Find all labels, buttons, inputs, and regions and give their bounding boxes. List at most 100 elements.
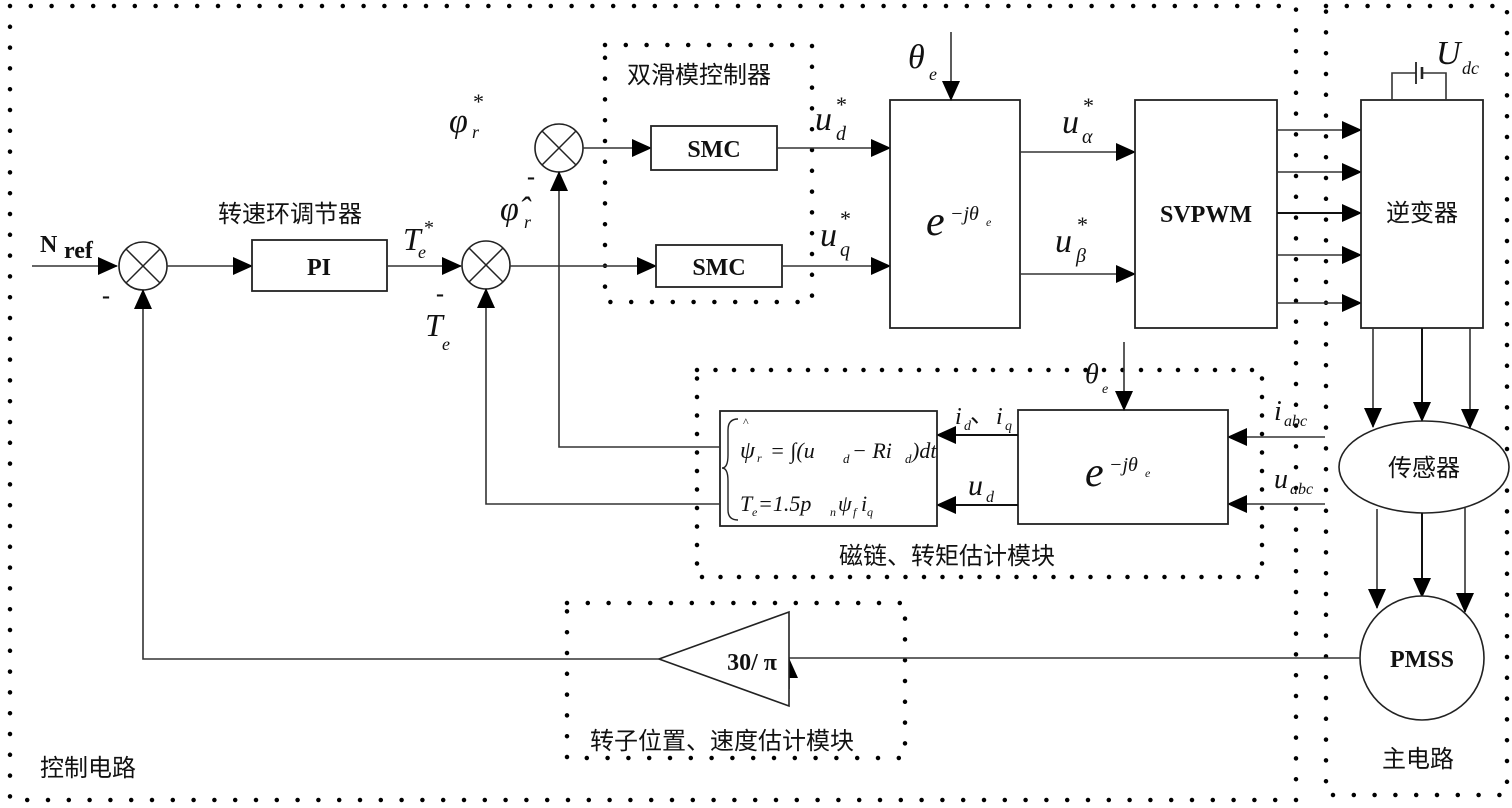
uabc-label: u abc [1274, 464, 1313, 498]
svg-text:q: q [1005, 419, 1012, 434]
svg-text:e: e [752, 505, 758, 519]
flux-sum-junction [534, 123, 584, 173]
flux-equation: ^ ψ r = ∫(u d − Ri d )dt [740, 415, 937, 466]
svg-text:n: n [830, 505, 836, 519]
svg-text:u: u [1274, 464, 1288, 495]
park-label: e −jθ e [1085, 450, 1151, 496]
svg-text:f: f [853, 505, 858, 519]
svg-text:u: u [968, 469, 983, 502]
svg-text:q: q [867, 505, 873, 519]
sensor-label: 传感器 [1388, 454, 1460, 482]
svg-text:d: d [836, 123, 847, 145]
ud-star-label: u d * [815, 92, 847, 145]
svg-text:e: e [926, 199, 945, 245]
svg-text:ψ: ψ [740, 438, 756, 464]
gain-label: 30/ π [727, 650, 777, 676]
inverter-label: 逆变器 [1386, 199, 1458, 227]
speed-sum-junction [118, 241, 168, 291]
svg-text:d: d [905, 451, 912, 466]
svg-text:^: ^ [743, 415, 749, 429]
main-circuit-boundary [1323, 3, 1510, 798]
speed-feedback-minus: - [102, 283, 110, 309]
svg-text:T: T [425, 307, 445, 343]
inverter-to-sensor-wires [1364, 328, 1479, 429]
flux-feedback-minus: - [527, 164, 535, 190]
speed-regulator-title: 转速环调节器 [218, 200, 362, 228]
phi-star-label: φ r * [449, 89, 484, 142]
svg-text:= ∫(u: = ∫(u [770, 438, 815, 464]
iabc-label: i abc [1274, 396, 1307, 430]
svg-text:U: U [1436, 35, 1463, 72]
svg-text:)dt: )dt [910, 438, 937, 463]
svpwm-block [1134, 99, 1278, 329]
svg-text:e: e [442, 334, 450, 354]
inverse-park-label: e −jθ e [926, 199, 992, 245]
dc-source-icon [1391, 62, 1447, 100]
svg-text:u: u [1062, 104, 1079, 141]
te-feedback-label: T e [425, 307, 450, 354]
svg-text:θ: θ [908, 39, 925, 76]
pmss-label: PMSS [1390, 647, 1454, 673]
svg-text:φ: φ [449, 103, 468, 140]
inverse-park-block [889, 99, 1021, 329]
smc-q-block [655, 244, 783, 288]
sensor-block [1338, 420, 1510, 514]
smc-d-label: SMC [687, 137, 740, 163]
ualpha-star-label: u α * [1062, 93, 1094, 148]
ud-label: u d [968, 469, 995, 506]
ubeta-star-label: u β * [1055, 212, 1088, 267]
control-circuit-boundary [7, 3, 1299, 803]
svg-text:dc: dc [1462, 58, 1479, 78]
svg-text:=1.5p: =1.5p [758, 491, 811, 516]
svg-text:u: u [815, 101, 832, 138]
svg-text:d: d [843, 451, 850, 466]
svg-text:r: r [757, 451, 762, 465]
svg-text:abc: abc [1284, 413, 1307, 430]
svg-text:*: * [1077, 212, 1088, 237]
svg-text:*: * [1083, 93, 1094, 118]
svg-text:α: α [1082, 126, 1093, 148]
svg-text:i: i [861, 491, 867, 516]
svg-text:*: * [840, 206, 851, 231]
control-circuit-label: 控制电路 [40, 754, 136, 782]
svg-text:N: N [40, 232, 58, 258]
svg-text:u: u [1055, 223, 1072, 260]
torque-equation: T e =1.5p n ψ f i q [740, 491, 873, 519]
svg-text:e: e [1085, 450, 1104, 496]
torque-feedback-minus: - [436, 281, 444, 307]
svg-text:r: r [524, 212, 532, 232]
phi-hat-label: φ̂ r [500, 191, 532, 232]
speed-feedback-wire [134, 289, 659, 660]
svg-text:u: u [820, 217, 837, 254]
uq-star-label: u q * [820, 206, 851, 261]
torque-sum-junction [461, 240, 511, 290]
equation-brace [721, 418, 739, 521]
svg-text:q: q [840, 239, 850, 261]
svg-text:r: r [472, 122, 480, 142]
svg-text:ref: ref [64, 238, 94, 264]
inverter-block [1360, 99, 1484, 329]
svg-text:*: * [424, 217, 434, 239]
park-block [1017, 409, 1229, 525]
svg-text:β: β [1075, 245, 1086, 267]
svg-text:T: T [740, 491, 754, 516]
svg-text:− Ri: − Ri [852, 438, 892, 463]
svg-text:i: i [955, 404, 962, 430]
svg-text:abc: abc [1290, 481, 1313, 498]
svg-text:d: d [964, 419, 972, 434]
theta-e-mid-label: θ e [1085, 359, 1108, 397]
svg-text:e: e [1145, 466, 1151, 480]
svg-text:i: i [1274, 396, 1282, 427]
rotor-estimator-label: 转子位置、速度估计模块 [590, 727, 854, 755]
te-star-label: T e * [403, 217, 434, 262]
svg-text:θ: θ [1085, 359, 1099, 390]
gain-block [656, 610, 790, 708]
svg-text:e: e [929, 64, 937, 84]
svpwm-label: SVPWM [1160, 202, 1252, 228]
theta-e-top-label: θ e [908, 39, 937, 84]
flux-torque-estimator-label: 磁链、转矩估计模块 [839, 542, 1055, 570]
udc-label: U dc [1436, 35, 1479, 78]
svg-text:e: e [1102, 382, 1108, 397]
smc-q-label: SMC [692, 255, 745, 281]
estimator-equation-block [719, 410, 938, 527]
